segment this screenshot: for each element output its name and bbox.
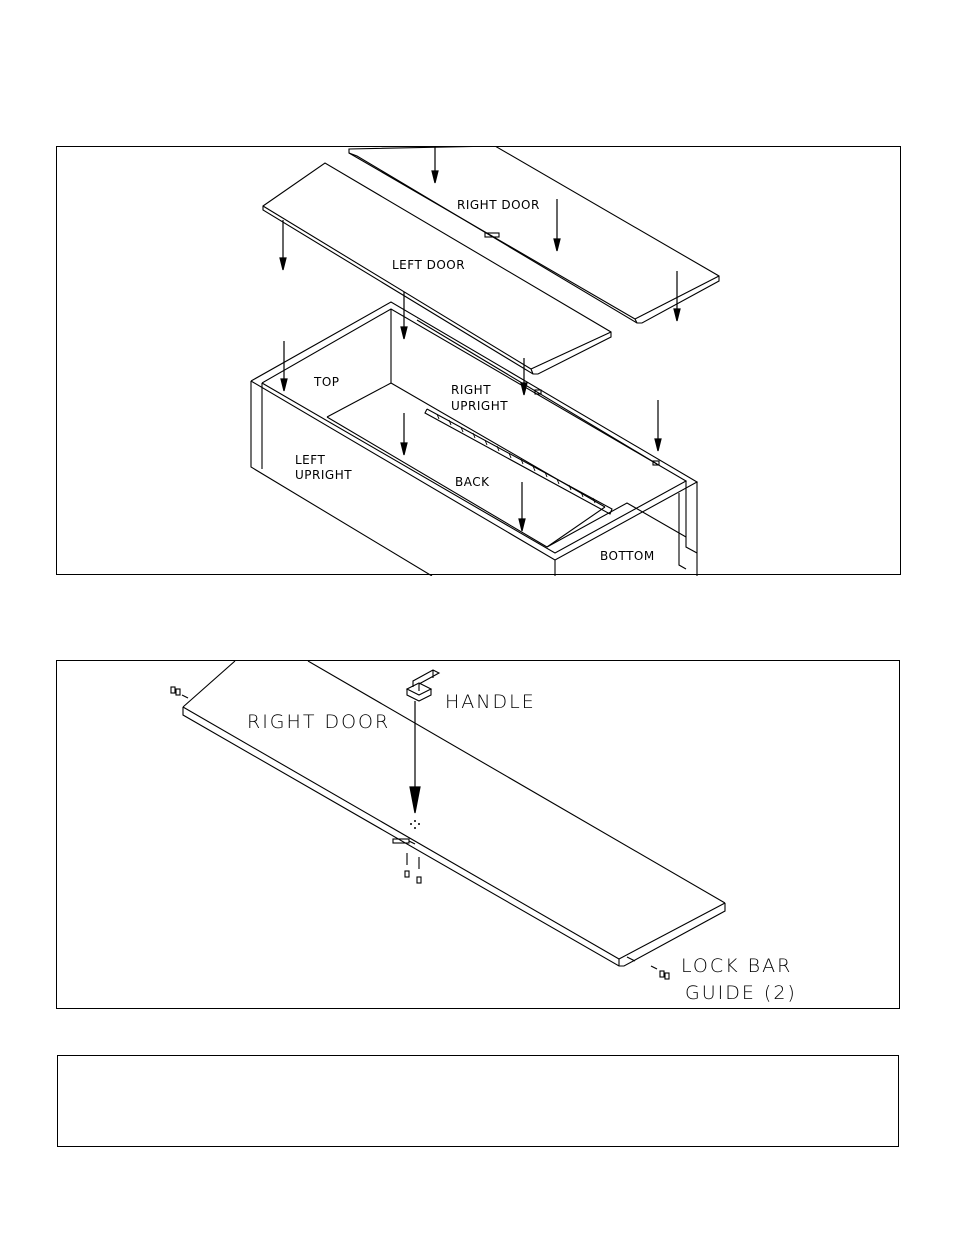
cabinet-body — [250, 301, 699, 576]
label-left-upright-line2: UPRIGHT — [295, 468, 352, 482]
label-right-door: RIGHT DOOR — [457, 198, 540, 212]
right-door-slab — [182, 661, 726, 967]
screws — [404, 853, 422, 884]
label-right-upright-line2: UPRIGHT — [451, 399, 508, 413]
label-top: TOP — [313, 375, 340, 389]
label-right-door-detail: RIGHT DOOR — [247, 711, 390, 733]
handle-hole — [410, 820, 420, 829]
notes-box — [57, 1055, 899, 1147]
handle-arrow — [409, 701, 421, 814]
label-bottom: BOTTOM — [600, 549, 655, 563]
left-door-panel — [262, 162, 612, 375]
exploded-assembly-panel: RIGHT DOOR LEFT DOOR TOP RIGHT UPRIGHT L… — [56, 146, 901, 576]
door-detail-panel: RIGHT DOOR HANDLE LOCK BAR GUIDE (2) — [56, 660, 900, 1009]
handle-part — [405, 669, 441, 702]
label-left-door: LEFT DOOR — [392, 258, 465, 272]
label-left-upright-line1: LEFT — [295, 453, 325, 467]
door-detail-drawing: RIGHT DOOR HANDLE LOCK BAR GUIDE (2) — [170, 661, 797, 1004]
label-lock-bar-guide-line1: LOCK BAR — [681, 955, 792, 977]
lock-bar-guide-top — [170, 686, 189, 699]
label-lock-bar-guide-line2: GUIDE (2) — [685, 982, 797, 1004]
exploded-assembly-drawing: RIGHT DOOR LEFT DOOR TOP RIGHT UPRIGHT L… — [250, 147, 720, 576]
label-handle: HANDLE — [445, 691, 536, 713]
lock-bar-guide-bottom — [650, 965, 670, 980]
label-right-upright-line1: RIGHT — [451, 383, 491, 397]
label-back: BACK — [455, 475, 490, 489]
